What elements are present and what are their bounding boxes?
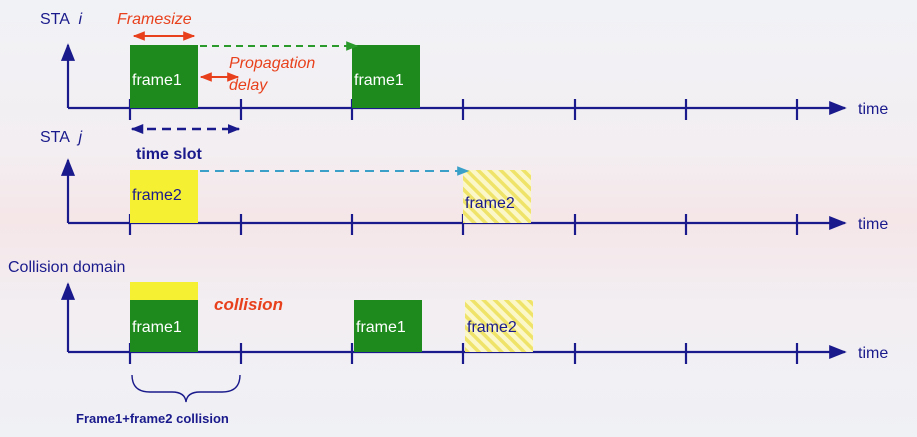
sta-i-label: STA i (40, 11, 83, 28)
collision-label: collision (214, 295, 283, 314)
sta-j-frame2-retx-label: frame2 (465, 195, 515, 212)
sta-j-frame2-label: frame2 (132, 187, 182, 204)
framesize-label: Framesize (117, 11, 192, 28)
row-collision-domain: Collision domain time frame1 collision f… (8, 259, 888, 426)
propagation-label-line1: Propagation (229, 55, 315, 72)
sta-i-frame1-retx-label: frame1 (354, 72, 404, 89)
sta-j-frame2-box (130, 170, 198, 223)
sta-i-frame1-retx-box (352, 45, 420, 108)
propagation-label-line2: delay (229, 77, 268, 94)
collision-brace-label: Frame1+frame2 collision (76, 411, 229, 426)
sta-i-frame1-box (130, 45, 198, 108)
row-sta-j: STA j time time slot frame2 frame2 (40, 124, 888, 235)
domain-frame1-box (354, 300, 422, 352)
sta-i-time-label: time (858, 101, 888, 118)
row-sta-i: STA i time frame1 frame1 Framesize Propa… (40, 11, 888, 120)
collision-brace (131, 374, 241, 403)
sta-i-slot-ticks (128, 99, 799, 120)
collided-frame1-box (130, 300, 198, 352)
sta-j-label: STA j (40, 129, 83, 146)
time-slot-label: time slot (136, 146, 202, 163)
domain-frame2-label: frame2 (467, 319, 517, 336)
collided-frame1-label: frame1 (132, 319, 182, 336)
sta-j-frame2-retx-box (463, 170, 531, 223)
domain-frame1-label: frame1 (356, 319, 406, 336)
collided-frame2-box (130, 282, 198, 300)
collision-time-label: time (858, 345, 888, 362)
collision-domain-label: Collision domain (8, 259, 125, 276)
collision-slot-ticks (128, 343, 799, 364)
domain-frame2-box (465, 300, 533, 352)
sta-i-frame1-label: frame1 (132, 72, 182, 89)
sta-j-time-label: time (858, 216, 888, 233)
